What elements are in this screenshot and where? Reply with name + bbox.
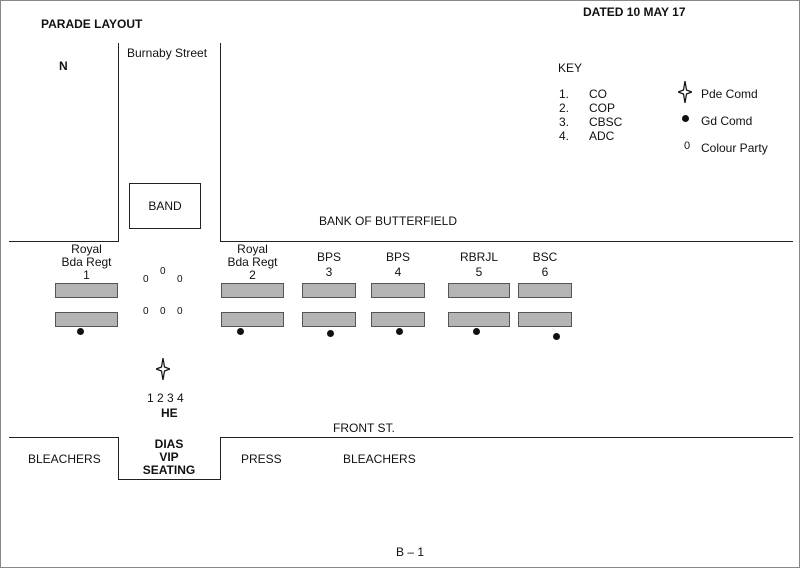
colour-party-marker: 0 <box>143 306 149 317</box>
guard-commander-dot-icon <box>77 328 84 335</box>
he-party-numbers: 1 2 3 4 <box>147 391 184 405</box>
bleachers-left: BLEACHERS <box>28 452 101 466</box>
bank-label: BANK OF BUTTERFIELD <box>319 214 458 228</box>
colour-party-icon: 0 <box>684 140 691 152</box>
street-line <box>220 437 221 479</box>
street-line <box>118 437 119 479</box>
unit-rank <box>518 312 572 327</box>
unit-rank <box>371 283 425 298</box>
unit-rank <box>55 283 118 298</box>
guard-commander-dot-icon <box>682 115 689 122</box>
bleachers-right: BLEACHERS <box>343 452 416 466</box>
key-num: 1. <box>559 87 570 101</box>
parade-commander-star-icon <box>156 358 170 380</box>
street-line <box>9 241 119 242</box>
guard-commander-dot-icon <box>396 328 403 335</box>
key-gd-comd: Gd Comd <box>701 114 753 128</box>
parade-commander-star-icon <box>678 81 692 103</box>
key-label: CO <box>589 87 607 101</box>
colour-party-marker: 0 <box>160 266 166 277</box>
key-num: 2. <box>559 101 570 115</box>
unit-rank <box>448 312 510 327</box>
unit-rank <box>55 312 118 327</box>
unit-rank <box>371 312 425 327</box>
key-num: 3. <box>559 115 570 129</box>
key-pde-comd: Pde Comd <box>701 87 758 101</box>
front-street: FRONT ST. <box>333 421 395 435</box>
unit-rank <box>221 312 284 327</box>
key-label: CBSC <box>589 115 623 129</box>
unit-rank <box>518 283 572 298</box>
key-numbers: 1.2.3.4. <box>559 87 569 143</box>
street-line <box>118 479 221 480</box>
north-label: N <box>59 59 68 73</box>
colour-party-marker: 0 <box>177 306 183 317</box>
dated: DATED 10 MAY 17 <box>583 5 686 19</box>
key-title: KEY <box>558 61 583 75</box>
street-line <box>9 437 119 438</box>
colour-party-marker: 0 <box>160 306 166 317</box>
guard-commander-dot-icon <box>473 328 480 335</box>
guard-commander-dot-icon <box>553 333 560 340</box>
street-line <box>220 43 221 241</box>
press-label: PRESS <box>241 452 282 466</box>
burnaby-street: Burnaby Street <box>127 46 208 60</box>
street-line <box>118 43 119 241</box>
unit-rank <box>448 283 510 298</box>
band-box: BAND <box>129 183 201 229</box>
he-label: HE <box>161 406 178 420</box>
unit-rank <box>221 283 284 298</box>
street-line <box>220 437 793 438</box>
street-line <box>220 241 793 242</box>
key-colour-party: Colour Party <box>701 141 768 155</box>
unit-rank <box>302 283 356 298</box>
page-number: B – 1 <box>396 545 425 559</box>
key-num: 4. <box>559 129 570 143</box>
guard-commander-dot-icon <box>237 328 244 335</box>
guard-commander-dot-icon <box>327 330 334 337</box>
unit-rank <box>302 312 356 327</box>
colour-party-marker: 0 <box>177 274 183 285</box>
colour-party-marker: 0 <box>143 274 149 285</box>
key-label: ADC <box>589 129 615 143</box>
title: PARADE LAYOUT <box>41 17 143 31</box>
key-label: COP <box>589 101 616 115</box>
